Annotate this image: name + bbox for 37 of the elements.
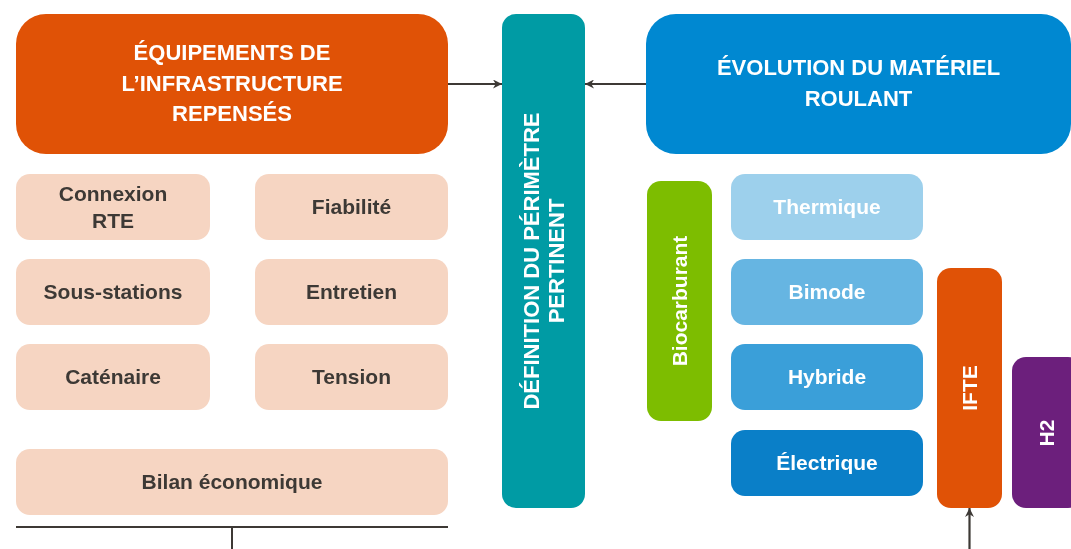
arrow xyxy=(585,79,646,89)
label-text: Sous-stations xyxy=(42,279,184,306)
vertical-bar xyxy=(1012,357,1071,508)
label-text: Caténaire xyxy=(64,364,162,391)
label-text: Entretien xyxy=(305,279,398,306)
mode-box xyxy=(731,344,923,410)
label-text: Bimode xyxy=(787,279,867,306)
vertical-bar xyxy=(937,268,1002,508)
mode-box xyxy=(731,430,923,496)
label-text: Bilan économique xyxy=(140,469,324,496)
item-box xyxy=(255,344,448,410)
category-header xyxy=(646,14,1071,154)
label-text: Électrique xyxy=(775,450,879,477)
arrow xyxy=(965,508,974,549)
label-text: H2 xyxy=(1034,418,1059,448)
category-header xyxy=(16,14,448,154)
label-text: Connexion RTE xyxy=(57,180,169,234)
item-box xyxy=(16,344,210,410)
label-text: ÉVOLUTION DU MATÉRIEL ROULANT xyxy=(716,54,1001,113)
label-text: ÉQUIPEMENTS DE L’INFRASTRUCTURE REPENSÉS xyxy=(120,38,344,129)
label-text: Tension xyxy=(311,364,392,391)
mode-box xyxy=(731,259,923,325)
item-box xyxy=(255,259,448,325)
label-text: Biocarburant xyxy=(667,234,692,369)
mode-box xyxy=(731,174,923,240)
arrow xyxy=(448,79,502,89)
item-box xyxy=(255,174,448,240)
label-text: IFTE xyxy=(957,364,982,413)
vertical-bar xyxy=(647,181,712,421)
item-box xyxy=(16,259,210,325)
label-text: Thermique xyxy=(772,194,882,221)
vertical-bar xyxy=(502,14,585,508)
item-box xyxy=(16,174,210,240)
label-text: Hybride xyxy=(786,364,868,391)
label-text: DÉFINITION DU PÉRIMÈTRE PERTINENT xyxy=(518,111,569,412)
item-box xyxy=(16,449,448,515)
label-text: Fiabilité xyxy=(310,194,393,221)
